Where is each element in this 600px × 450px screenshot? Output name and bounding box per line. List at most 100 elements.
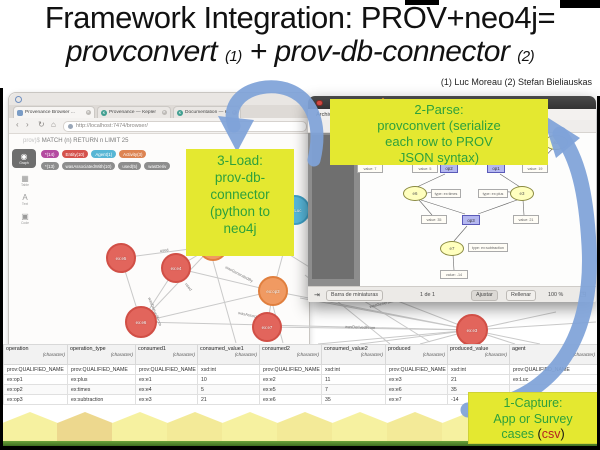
- col-agent[interactable]: agent(character): [509, 344, 598, 365]
- table-cell: ex:plus: [67, 374, 136, 385]
- graph-node-op3[interactable]: ex:op3: [258, 276, 288, 306]
- rel-filter-pills: *(13) wasAssociatedWith(10) used(5) wasD…: [41, 162, 171, 170]
- table-cell: ex:subtraction: [67, 394, 136, 405]
- view-table[interactable]: ▦Table: [11, 174, 39, 187]
- deco-pentagon: [222, 412, 278, 443]
- author-credits: (1) Luc Moreau (2) Stefan Bieliauskas: [440, 77, 592, 87]
- col-consumed1[interactable]: consumed1(character): [135, 344, 198, 365]
- pill-used[interactable]: used(5): [118, 162, 142, 170]
- graph-node-e6[interactable]: ex:e6: [125, 306, 157, 338]
- deco-pentagon: [277, 412, 333, 443]
- table-header-row: operation(character) operation_type(char…: [3, 344, 598, 365]
- deco-pentagon: [167, 412, 223, 443]
- forward-icon[interactable]: ›: [26, 120, 29, 129]
- col-consumed-value1[interactable]: consumed_value1(character): [197, 344, 260, 365]
- text-view-icon: A: [22, 193, 28, 202]
- frame-edge: [0, 88, 3, 450]
- pill-entity[interactable]: Entity(10): [61, 150, 89, 158]
- frame-edge: [560, 0, 600, 8]
- reload-icon[interactable]: ↻: [38, 120, 45, 129]
- callout-capture: 1-Capture: App or Survey cases (csv): [468, 392, 598, 444]
- table-cell: ex:e5: [259, 384, 322, 395]
- fit-button[interactable]: Ajustar: [471, 289, 498, 301]
- tab3-favicon: K: [177, 109, 183, 116]
- deco-pentagon: [332, 412, 388, 443]
- pill-agent[interactable]: Agent(1): [91, 150, 117, 158]
- window-close-icon[interactable]: [316, 99, 323, 106]
- code-view-icon: ▣: [21, 212, 29, 221]
- footer-green-bar: [0, 441, 600, 446]
- browser-navbar: ‹ › ↻ ⌂ http://localhost:7474/browser/: [9, 118, 309, 134]
- table-cell: ex:e2: [259, 374, 322, 385]
- table-cell: prov:QUALIFIED_NAME: [509, 364, 598, 375]
- tab3-close-icon[interactable]: ✕: [231, 109, 237, 116]
- table-cell: ex:e6: [385, 384, 448, 395]
- table-cell: xsd:int: [447, 364, 510, 375]
- tab2-close-icon[interactable]: ✕: [161, 109, 167, 116]
- title-line1: Framework Integration: PROV+neo4j=: [44, 0, 556, 35]
- fullscreen-icon[interactable]: ◳: [580, 291, 587, 298]
- col-consumed2[interactable]: consumed2(character): [259, 344, 322, 365]
- pill-activity[interactable]: Activity(3): [119, 150, 147, 158]
- tab-documentation[interactable]: K Documentation — K... ✕: [173, 106, 241, 118]
- deco-pentagon: [387, 412, 443, 443]
- deco-pentagon: [2, 412, 58, 443]
- col-operation[interactable]: operation(character): [3, 344, 68, 365]
- view-graph[interactable]: ◉Graph: [12, 149, 36, 168]
- tab2-favicon: K: [101, 109, 107, 116]
- table-cell: 7: [321, 384, 386, 395]
- tab-provenance-kepler[interactable]: K Provenance — Kepler ✕: [97, 106, 171, 118]
- edge-label-wdf2: wasDerivedFrom: [345, 324, 376, 330]
- graph-node-e5[interactable]: ex:e5: [106, 243, 136, 273]
- title-ref2: (2): [517, 48, 535, 66]
- view-code[interactable]: ▣Code: [11, 212, 39, 225]
- table-cell: 21: [447, 374, 510, 385]
- home-icon[interactable]: ⌂: [51, 120, 56, 129]
- sidebar-toggle-icon[interactable]: ⇥: [314, 291, 320, 299]
- pill-all-rels[interactable]: *(13): [41, 162, 59, 170]
- browser-tabbar: Provenance Browser ... ✕ K Provenance — …: [9, 105, 309, 118]
- prov-entity-e6: e6: [403, 186, 427, 201]
- prov-note-subtraction: type: ex:subtraction: [468, 243, 508, 252]
- graph-node-e3[interactable]: ex:e3: [456, 314, 488, 346]
- pill-wasderivedfrom[interactable]: wasDeriv: [144, 162, 171, 170]
- title-prov-db-connector: prov-db-connector: [274, 35, 510, 69]
- table-cell: prov:QUALIFIED_NAME: [259, 364, 322, 375]
- table-cell: xsd:int: [321, 364, 386, 375]
- frame-edge: [0, 445, 600, 450]
- table-cell: ex:times: [67, 384, 136, 395]
- menu-archivo[interactable]: Archivo: [316, 111, 335, 118]
- col-operation-type[interactable]: operation_type(character): [67, 344, 136, 365]
- node-filter-pills: *(14) Entity(10) Agent(1) Activity(3): [41, 150, 147, 158]
- title-ref1: (1): [224, 48, 242, 66]
- table-cell: ex:e7: [385, 394, 448, 405]
- url-bar[interactable]: http://localhost:7474/browser/: [63, 120, 307, 132]
- zoom-level[interactable]: 100 %: [548, 292, 564, 298]
- pill-all-nodes[interactable]: *(14): [41, 150, 59, 158]
- back-icon[interactable]: ‹: [16, 120, 19, 129]
- col-produced-value[interactable]: produced_value(character): [447, 344, 510, 365]
- table-cell: ex:e3: [385, 374, 448, 385]
- table-cell: 5: [197, 384, 260, 395]
- title-provconvert: provconvert: [65, 35, 218, 69]
- table-cell: 35: [321, 394, 386, 405]
- tab1-close-icon[interactable]: ✕: [85, 109, 91, 116]
- graph-node-e7[interactable]: ex:e7: [252, 312, 282, 342]
- cypher-query[interactable]: prov)$ MATCH (n) RETURN n LIMIT 25: [23, 137, 128, 144]
- col-consumed-value2[interactable]: consumed_value2(character): [321, 344, 386, 365]
- graph-node-e4[interactable]: ex:e4: [161, 253, 191, 283]
- pill-wasassociatedwith[interactable]: wasAssociatedWith(10): [61, 162, 116, 170]
- thumbnail-bar-button[interactable]: Barra de miniaturas: [326, 289, 384, 301]
- tab1-label: Provenance Browser ...: [25, 110, 75, 115]
- col-produced[interactable]: produced(character): [385, 344, 448, 365]
- fill-button[interactable]: Rellenar: [506, 289, 537, 301]
- slide-title: Framework Integration: PROV+neo4j= provc…: [0, 0, 600, 69]
- prov-note-times: type: ex:times: [431, 189, 461, 198]
- title-line2: provconvert (1) + prov-db-connector (2): [0, 35, 600, 69]
- table-cell: prov:QUALIFIED_NAME: [135, 364, 198, 375]
- csv-highlight: csv: [541, 427, 561, 442]
- tab-provenance-browser[interactable]: Provenance Browser ... ✕: [13, 106, 95, 118]
